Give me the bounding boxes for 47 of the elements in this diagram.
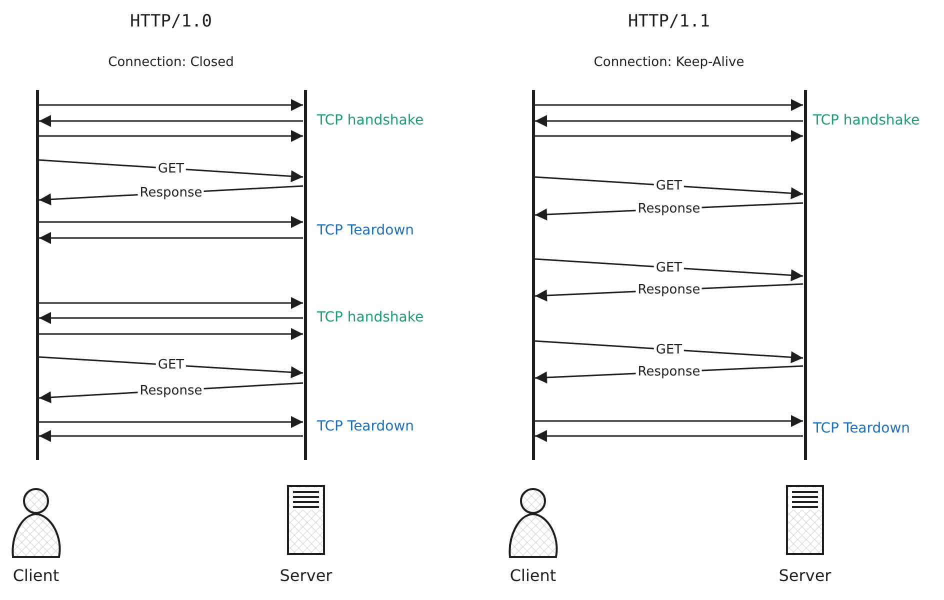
actor-caption: Client	[12, 566, 60, 586]
phase-label: TCP Teardown	[317, 418, 414, 436]
lifeline	[36, 90, 38, 460]
lifeline	[804, 90, 806, 460]
arrow	[535, 430, 803, 442]
arrow	[534, 340, 804, 364]
arrow	[39, 115, 303, 127]
edge-label: GET	[654, 178, 684, 193]
subheading: Connection: Keep-Alive	[594, 54, 744, 72]
edge-label: GET	[156, 161, 186, 176]
edge-label: Response	[636, 282, 702, 298]
edge-label: Response	[636, 202, 702, 216]
arrow	[39, 99, 303, 111]
arrow	[39, 416, 303, 428]
subheading: Connection: Closed	[108, 54, 234, 72]
arrow	[535, 99, 803, 111]
arrow	[39, 328, 303, 340]
phase-label: TCP handshake	[813, 112, 920, 130]
arrow	[39, 430, 303, 442]
arrow	[535, 415, 803, 427]
arrow	[39, 312, 303, 324]
phase-label: TCP Teardown	[813, 420, 910, 438]
edge-label: Response	[138, 186, 204, 200]
arrow	[39, 130, 303, 142]
phase-label: TCP handshake	[317, 112, 424, 130]
arrow	[39, 232, 303, 244]
lifeline	[304, 90, 306, 460]
arrow	[38, 356, 304, 378]
phase-label: TCP Teardown	[317, 222, 414, 240]
arrow	[534, 176, 804, 200]
edge-label: Response	[636, 364, 702, 380]
arrow	[39, 216, 303, 228]
arrow	[535, 130, 803, 142]
lifeline	[532, 90, 534, 460]
heading: HTTP/1.0	[130, 11, 212, 33]
phase-label: TCP handshake	[317, 309, 424, 327]
arrow	[38, 159, 304, 182]
heading: HTTP/1.1	[628, 11, 710, 33]
actor-caption: Server	[778, 566, 832, 586]
arrow	[535, 115, 803, 127]
edge-label: Response	[138, 383, 204, 398]
edge-label: GET	[654, 342, 684, 357]
actor-caption: Client	[510, 566, 556, 586]
arrow	[39, 297, 303, 309]
arrow	[534, 258, 804, 282]
actor-caption: Server	[280, 566, 332, 586]
edge-label: GET	[654, 260, 684, 275]
